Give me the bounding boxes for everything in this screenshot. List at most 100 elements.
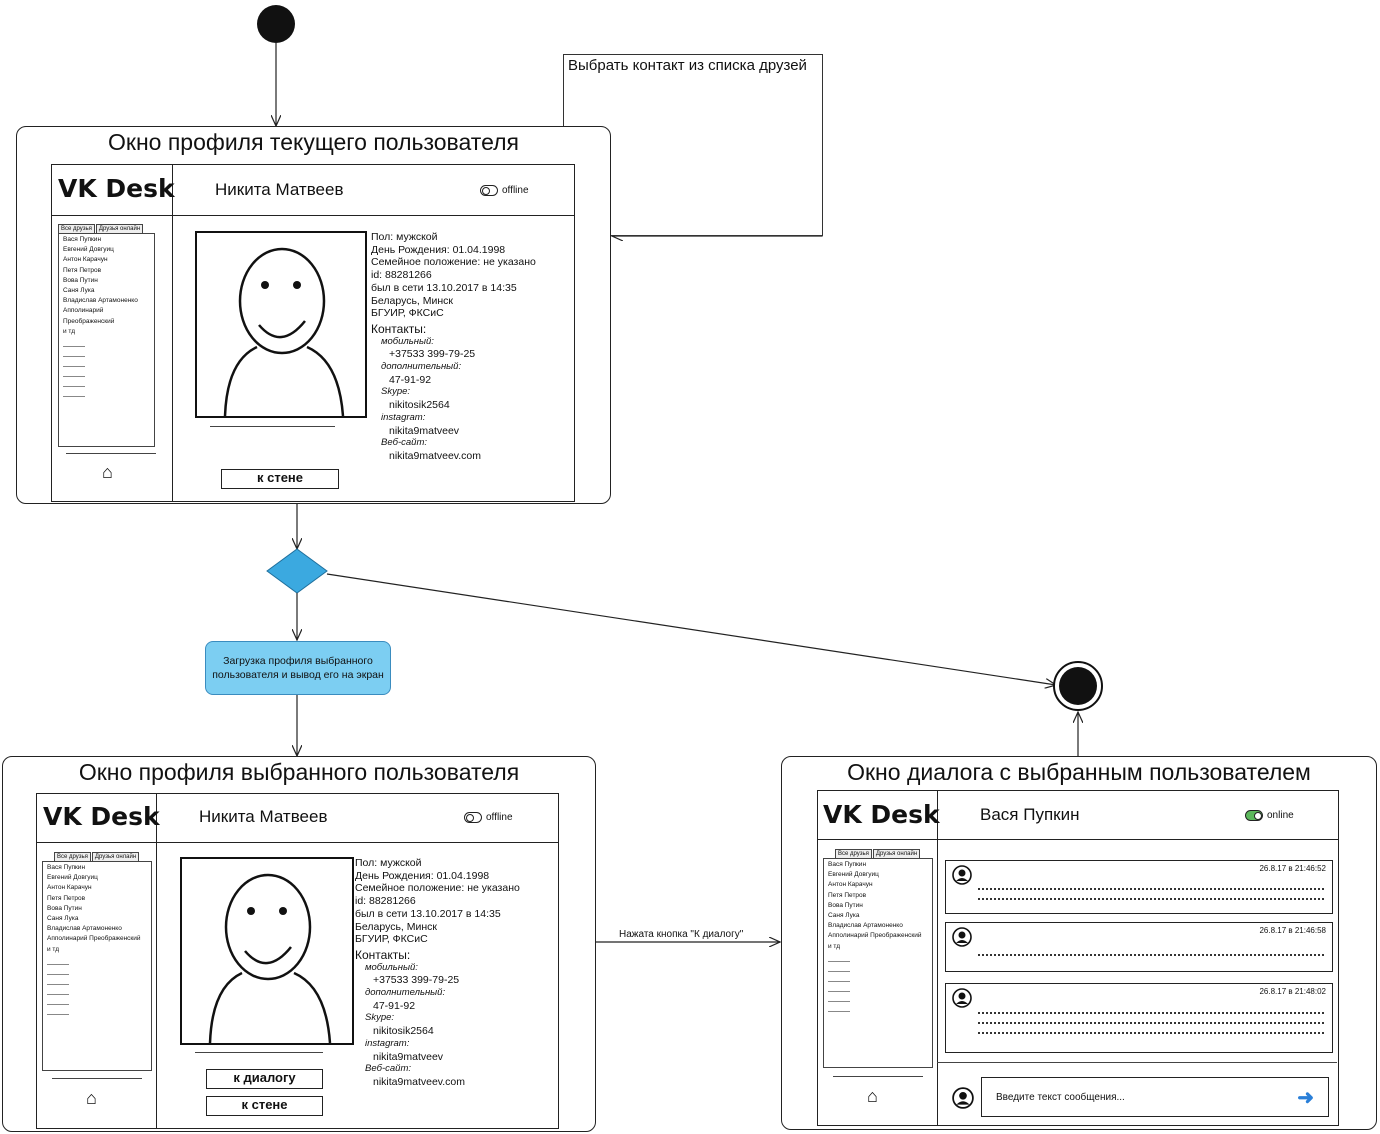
message-time: 26.8.17 в 21:46:58: [1259, 926, 1326, 935]
to-dialog-button[interactable]: к диалогу: [206, 1069, 323, 1089]
home-icon[interactable]: ⌂: [102, 462, 113, 482]
header-box: [172, 164, 575, 217]
list-placeholder: [47, 965, 69, 975]
list-placeholder: [828, 982, 850, 992]
mobile-label: мобильный:: [381, 335, 434, 347]
extra-value: 47-91-92: [389, 373, 432, 386]
friend-item[interactable]: Апполинарий Преображенский: [828, 932, 922, 940]
send-arrow-icon[interactable]: ➜: [1297, 1086, 1314, 1109]
friend-item[interactable]: Апполинарий Преображенский: [47, 935, 141, 943]
friend-item[interactable]: Апполинарий Преображенский: [63, 307, 115, 325]
friend-item[interactable]: Антон Карачун: [63, 256, 108, 264]
skype-label: Skype:: [381, 386, 411, 398]
list-placeholder: [63, 347, 85, 358]
tab-online-friends[interactable]: Друзья онлайн: [91, 852, 140, 861]
friend-item[interactable]: и тд: [47, 945, 59, 953]
status-toggle-icon[interactable]: [480, 185, 498, 196]
friend-item[interactable]: Евгений Довгуиц: [63, 246, 114, 254]
friend-item[interactable]: Владислав Артамоненко: [63, 297, 138, 305]
status-text: offline: [502, 185, 529, 196]
friend-item[interactable]: Антон Карачун: [47, 884, 92, 892]
friend-item[interactable]: Вася Пупкин: [828, 861, 867, 868]
friend-item[interactable]: Петя Петров: [63, 266, 102, 274]
message: 26.8.17 в 21:46:58: [945, 922, 1333, 972]
status-text: offline: [486, 812, 513, 823]
friend-item[interactable]: Владислав Артамоненко: [828, 922, 903, 930]
sidebar-box: [817, 839, 939, 1126]
friend-item[interactable]: Евгений Довгуиц: [47, 874, 98, 882]
to-wall-button[interactable]: к стене: [221, 469, 339, 489]
friend-item[interactable]: Владислав Артамоненко: [47, 925, 122, 933]
friend-tabs: Все друзья Друзья онлайн: [54, 852, 140, 861]
edge-decision-to-final: [326, 573, 1056, 685]
friend-item[interactable]: и тд: [63, 327, 75, 335]
home-icon[interactable]: ⌂: [867, 1086, 878, 1106]
info-birthday: День Рождения: 01.04.1998: [355, 869, 490, 882]
site-value[interactable]: nikita9matveev.com: [373, 1075, 466, 1088]
tab-all-friends[interactable]: Все друзья: [54, 852, 91, 861]
list-placeholder: [47, 955, 69, 965]
status-indicator: online: [1245, 810, 1294, 821]
message-text-lines: [978, 1022, 1324, 1024]
message-input[interactable]: Введите текст сообщения... ➜: [981, 1077, 1329, 1117]
app-logo: VK Desk: [58, 174, 175, 203]
status-toggle-icon[interactable]: [464, 812, 482, 823]
user-name: Вася Пупкин: [980, 805, 1080, 824]
list-placeholder: [63, 367, 85, 378]
user-avatar-icon: [952, 865, 972, 885]
sidebar-divider: [66, 453, 156, 454]
friend-item[interactable]: Саня Лука: [828, 912, 860, 920]
list-placeholder: [47, 985, 69, 995]
action-text: Загрузка профиля выбранного пользователя…: [212, 655, 384, 681]
user-avatar-icon: [952, 988, 972, 1008]
frame-title: Окно диалога с выбранным пользователем: [847, 759, 1311, 785]
home-icon[interactable]: ⌂: [86, 1088, 97, 1108]
user-avatar-icon: [952, 927, 972, 947]
list-placeholder: [63, 377, 85, 388]
friend-item[interactable]: Евгений Довгуиц: [828, 871, 879, 879]
site-value[interactable]: nikita9matveev.com: [389, 449, 482, 462]
tab-all-friends[interactable]: Все друзья: [58, 224, 95, 233]
friend-item[interactable]: и тд: [828, 942, 840, 950]
message-input-placeholder: Введите текст сообщения...: [996, 1091, 1125, 1103]
note-text: Выбрать контакт из списка друзей: [568, 57, 807, 74]
tab-online-friends[interactable]: Друзья онлайн: [872, 849, 921, 858]
friend-item[interactable]: Антон Карачун: [828, 881, 873, 889]
to-wall-button[interactable]: к стене: [206, 1096, 323, 1116]
extra-label: дополнительный:: [381, 361, 462, 373]
status-indicator: offline: [480, 185, 529, 196]
info-id: id: 88281266: [371, 269, 432, 282]
user-name: Никита Матвеев: [215, 180, 344, 199]
instagram-value: nikita9matveev: [373, 1050, 444, 1063]
status-text: online: [1267, 810, 1294, 821]
status-toggle-icon[interactable]: [1245, 810, 1263, 821]
info-location: Беларусь, Минск: [355, 920, 438, 933]
site-label: Веб-сайт:: [365, 1063, 411, 1075]
friend-item[interactable]: Петя Петров: [47, 894, 86, 902]
info-university: БГУИР, ФКСиС: [371, 307, 444, 320]
friend-item[interactable]: Вова Путин: [47, 904, 82, 912]
message-text-lines: [978, 954, 1324, 956]
avatar-icon: [223, 247, 345, 417]
frame-title: Окно профиля текущего пользователя: [108, 129, 519, 155]
sidebar-divider: [833, 1076, 923, 1077]
friend-item[interactable]: Вася Пупкин: [47, 864, 86, 871]
info-last-seen: был в сети 13.10.2017 в 14:35: [371, 281, 517, 294]
list-placeholder: [828, 1002, 850, 1012]
friend-item[interactable]: Петя Петров: [828, 891, 867, 899]
friend-item[interactable]: Вова Путин: [63, 276, 98, 284]
message-text-lines: [978, 888, 1324, 890]
friend-item[interactable]: Вова Путин: [828, 901, 863, 909]
friend-item[interactable]: Саня Лука: [47, 915, 79, 923]
tab-all-friends[interactable]: Все друзья: [835, 849, 872, 858]
tab-online-friends[interactable]: Друзья онлайн: [95, 224, 144, 233]
friend-item[interactable]: Вася Пупкин: [63, 236, 102, 243]
instagram-label: instagram:: [365, 1037, 410, 1049]
skype-value: nikitosik2564: [373, 1025, 434, 1038]
friend-item[interactable]: Саня Лука: [63, 287, 95, 295]
edge-label-dialog: Нажата кнопка "К диалогу": [619, 929, 744, 940]
message-text-lines: [978, 898, 1324, 900]
initial-node: [257, 5, 295, 43]
app-logo: VK Desk: [823, 800, 940, 829]
info-family: Семейное положение: не указано: [355, 882, 520, 895]
